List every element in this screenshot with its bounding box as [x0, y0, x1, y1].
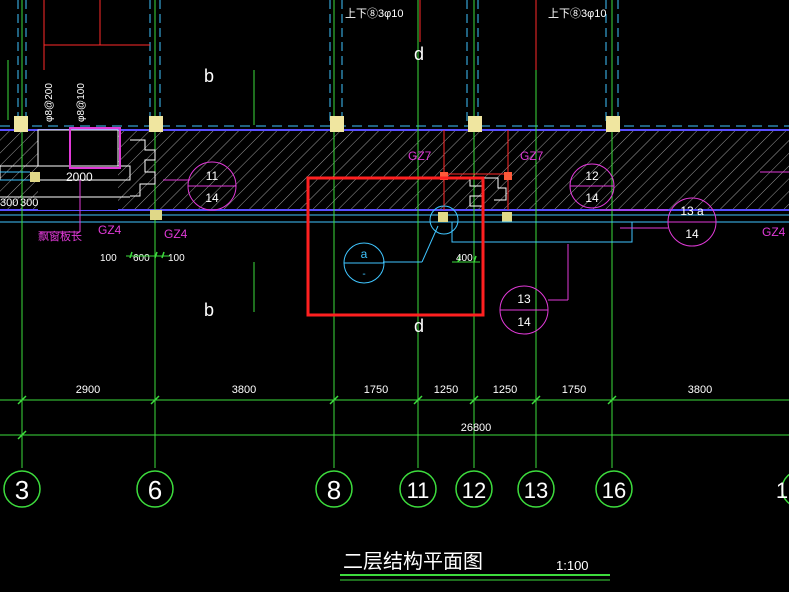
dimension-value: 3800 [688, 384, 712, 396]
detail-bubble-bottom: 14 [205, 191, 219, 205]
red-grid-lines [43, 0, 537, 210]
dimension-value: 2900 [76, 384, 100, 396]
detail-bubble-top: 12 [585, 169, 599, 183]
dimension-value: 1250 [493, 384, 517, 396]
axis-bubbles: 3 6 8 11 12 13 16 1 [3, 470, 789, 508]
axis-label: 8 [327, 475, 341, 505]
axis-label: 6 [148, 475, 162, 505]
dimension-ticks [17, 251, 617, 440]
axis-label: 16 [602, 478, 626, 503]
detail-bubble-top: 13 [517, 292, 531, 306]
window-note: 飘窗板长 [38, 229, 82, 243]
detail-bubble-bottom: 14 [517, 315, 531, 329]
section-mark: d [414, 316, 424, 336]
highlight-box[interactable] [306, 176, 485, 317]
local-dimension: 600 [133, 253, 150, 264]
column-tag: GZ7 [520, 149, 544, 163]
axis-label: 12 [462, 478, 486, 503]
axis-label: 1 [776, 478, 788, 503]
drawing-title: 二层结构平面图 [343, 549, 483, 573]
drawing-title-block: 二层结构平面图 1:100 [340, 549, 610, 581]
wall-band [0, 125, 789, 223]
dimension-value: 1750 [562, 384, 586, 396]
section-mark: d [414, 44, 424, 64]
magenta-leaders [40, 171, 789, 301]
column-tag: GZ7 [408, 149, 432, 163]
column-tag: GZ4 [98, 223, 122, 237]
column-dashed-lines [17, 0, 619, 125]
axis-label: 11 [407, 478, 430, 503]
detail-bubble-13-14: 13 14 [499, 285, 549, 335]
drawing-scale: 1:100 [556, 558, 589, 573]
axis-label: 3 [15, 475, 29, 505]
section-mark: b [204, 300, 214, 320]
local-dimension: 400 [456, 253, 473, 264]
detail-bubble-bottom: 14 [685, 227, 699, 241]
zoom-bubble-bottom: - [362, 269, 365, 280]
local-dimension: 100 [100, 253, 117, 264]
rebar-note: 上下⑧3φ10 [345, 7, 404, 20]
window-opening [0, 127, 131, 210]
detail-bubble-bottom: 14 [585, 191, 599, 205]
section-mark: b [204, 66, 214, 86]
zoom-bubble: a - [343, 205, 459, 284]
vertical-rebar-label: φ8@100 [76, 83, 87, 122]
dimension-row: 2900 3800 1750 1250 1250 1750 3800 [76, 384, 712, 396]
dimension-value: 1750 [364, 384, 388, 396]
zoom-bubble-top: a [361, 247, 368, 261]
column-markers [14, 116, 620, 222]
rebar-note: 上下⑧3φ10 [548, 7, 607, 20]
dimension-value: 3800 [232, 384, 256, 396]
axis-label: 13 [524, 478, 548, 503]
local-dimension: 300 [20, 197, 38, 209]
detail-bubble-12-14: 12 14 [569, 163, 615, 209]
axis-grid-lines [0, 0, 789, 468]
total-dimension: 26800 [461, 422, 492, 434]
detail-bubble-11-14: 11 14 [187, 161, 237, 211]
dimension-value: 1250 [434, 384, 458, 396]
detail-bubble-13a-14: 13 a 14 [667, 197, 717, 247]
local-dimension: 2000 [66, 170, 93, 184]
detail-bubble-top: 13 a [680, 204, 704, 218]
column-tag: GZ4 [762, 225, 786, 239]
local-dimension: 100 [168, 253, 185, 264]
column-tag: GZ4 [164, 227, 188, 241]
local-dimension: 300 [0, 197, 18, 209]
detail-bubble-top: 11 [206, 169, 219, 183]
vertical-rebar-label: φ8@200 [44, 83, 55, 122]
